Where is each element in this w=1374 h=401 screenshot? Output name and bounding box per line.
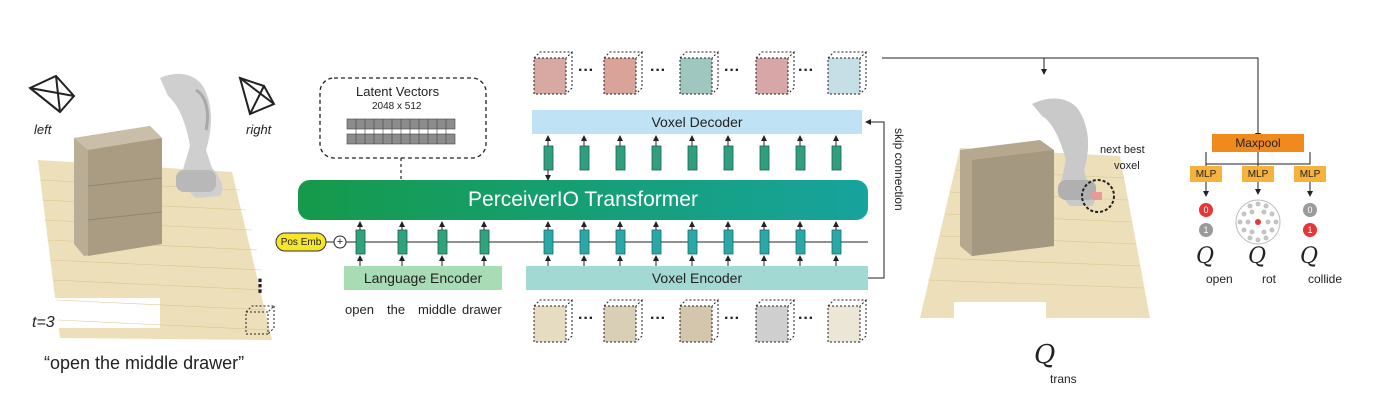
mlp-label: MLP [1247, 168, 1269, 180]
instruction-token: middle [418, 302, 457, 317]
perceiverio-transformer-label: PerceiverIO Transformer [468, 188, 698, 211]
voxel-decoder-label: Voxel Decoder [651, 114, 743, 130]
latent-vectors-dims: 2048 x 512 [372, 101, 422, 112]
next-best-voxel-label-1: next best [1100, 144, 1145, 156]
head-name-open: open [1206, 272, 1233, 286]
q-open-symbol: Q [1196, 244, 1215, 269]
scene-caption: “open the middle drawer” [44, 353, 245, 373]
ellipsis-dots: ··· [724, 310, 740, 327]
mlp-label: MLP [1299, 168, 1321, 180]
output-voxel-cubes [534, 58, 860, 94]
collide-value-1: 1 [1307, 225, 1313, 235]
q-trans-label: trans [1050, 372, 1077, 386]
q-collide-symbol: Q [1300, 244, 1319, 269]
q-trans-symbol: Q [1034, 340, 1056, 370]
plus-symbol: + [336, 236, 344, 248]
ellipsis-dots: ··· [578, 62, 594, 79]
instruction-token: the [387, 302, 406, 317]
ellipsis-dots: ··· [578, 310, 594, 327]
voxel-encoder-label: Voxel Encoder [651, 270, 743, 286]
next-best-voxel-label-2: voxel [1114, 160, 1140, 172]
collide-value-0: 0 [1307, 205, 1313, 215]
ellipsis-dots: ··· [650, 62, 666, 79]
mlp-label: MLP [1195, 168, 1217, 180]
maxpool-label: Maxpool [1235, 136, 1281, 150]
ellipsis-dots: ··· [798, 62, 814, 79]
ellipsis-dots: ··· [798, 310, 814, 327]
right-camera-icon [238, 76, 276, 116]
input-voxel-cubes [534, 306, 860, 342]
left-camera-icon [28, 74, 76, 114]
pos-emb-label: Pos Emb [280, 236, 322, 248]
open-value-1: 1 [1203, 225, 1209, 235]
ellipsis-dots: ··· [650, 310, 666, 327]
camera-right-label: right [246, 122, 272, 137]
ellipsis-vertical: ⋮ [251, 276, 269, 296]
language-encoder-label: Language Encoder [363, 270, 483, 286]
head-name-rot: rot [1262, 272, 1277, 286]
instruction-token: drawer [462, 302, 502, 317]
camera-left-label: left [34, 122, 52, 137]
voxel-cube-icon [245, 305, 276, 335]
latent-vectors-title: Latent Vectors [356, 84, 440, 99]
ellipsis-dots: ··· [724, 62, 740, 79]
instruction-token: open [345, 302, 374, 317]
head-name-collide: collide [1308, 272, 1343, 286]
q-rot-symbol: Q [1248, 244, 1267, 269]
open-value-0: 0 [1203, 205, 1209, 215]
timestep-label: t=3 [32, 314, 55, 331]
